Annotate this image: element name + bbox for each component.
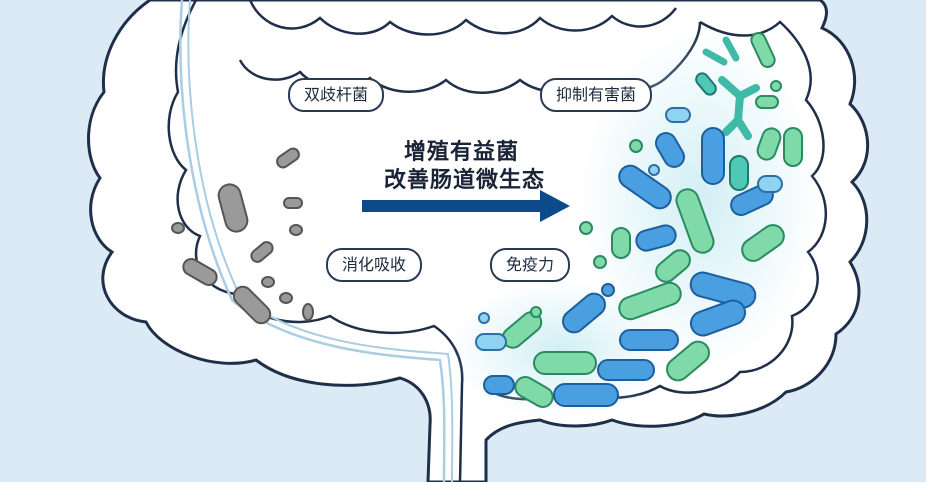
intestine-upper-folds [248,0,678,36]
beneficial-bacterium [756,127,782,161]
beneficial-bacterium [750,32,776,68]
branching-bacterium [718,76,760,140]
harmful-bacterium [171,222,185,234]
beneficial-cocci [601,283,615,297]
harmful-bacterium [182,258,218,286]
harmful-bacterium [261,276,275,288]
label-immunity: 免疫力 [490,248,571,282]
beneficial-cocci [648,164,660,176]
growth-arrow [362,190,570,222]
label-inhibit-harmful: 抑制有害菌 [540,78,653,112]
beneficial-bacterium [665,107,691,123]
headline-line-1: 增殖有益菌 [404,140,520,165]
beneficial-bacterium [741,224,785,262]
beneficial-cocci [593,255,607,269]
beneficial-bacterium [689,271,757,309]
beneficial-bacterium [597,359,655,381]
beneficial-bacterium [611,227,631,259]
beneficial-bacterium [695,72,717,96]
harmful-bacteria-group [171,147,314,325]
beneficial-bacterium [675,188,715,254]
harmful-bacterium [232,285,272,325]
arrow-head [540,190,570,222]
headline-line-2: 改善肠道微生态 [384,168,546,193]
beneficial-cocci [770,80,782,92]
harmful-bacterium [250,241,274,263]
beneficial-cocci [478,312,490,324]
beneficial-bacterium [533,351,597,375]
beneficial-bacterium [514,376,554,408]
harmful-bacterium [289,224,303,236]
beneficial-bacterium [619,329,679,351]
beneficial-bacterium [655,249,691,283]
beneficial-bacterium [618,164,672,210]
beneficial-bacterium [689,299,747,337]
beneficial-bacterium [783,127,803,167]
beneficial-bacterium [553,383,619,407]
beneficial-bacterium [755,95,779,109]
beneficial-cocci [629,139,643,153]
beneficial-cocci [530,306,542,318]
beneficial-bacterium [483,375,515,395]
harmful-bacterium [302,303,314,321]
label-digestion: 消化吸收 [326,248,423,282]
beneficial-bacterium [635,224,677,252]
intestine-lumen-line-2 [187,0,454,482]
label-bifidobacterium: 双歧杆菌 [288,78,385,112]
beneficial-bacterium [666,340,710,382]
beneficial-bacterium [562,292,606,334]
harmful-bacterium [279,292,293,304]
harmful-bacterium [283,197,303,209]
beneficial-bacterium [655,132,685,168]
branching-bacterium [702,36,740,66]
beneficial-bacterium [475,333,507,351]
arrow-shaft [362,200,542,212]
beneficial-bacterium [701,127,725,185]
beneficial-bacterium [618,281,682,321]
beneficial-bacterium [729,155,749,191]
beneficial-cocci [579,221,593,235]
beneficial-bacteria-group [475,32,803,408]
intestine-lumen-line [179,0,446,482]
harmful-bacterium [217,183,249,233]
harmful-bacterium [276,147,300,169]
beneficial-bacterium [757,175,783,193]
